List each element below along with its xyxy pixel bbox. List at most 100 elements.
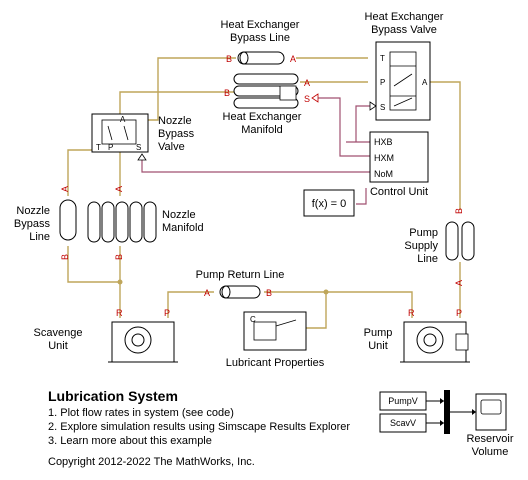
lubricant-properties-block[interactable]: C Lubricant Properties (226, 311, 325, 369)
pipe-nozzle-valve-to-bypass-line (67, 149, 100, 196)
plot-flow-rates-link[interactable]: 1. Plot flow rates in system (see code) (48, 407, 234, 419)
pin-a: A (120, 115, 126, 124)
pump-return-line-block[interactable]: Pump Return Line A B (196, 269, 285, 299)
nozzle-bypass-line-label-1: Nozzle (16, 205, 50, 217)
scope-screen-icon (480, 399, 502, 415)
control-unit-label: Control Unit (370, 186, 428, 198)
pipe-end-icon (221, 285, 231, 299)
hx-bypass-valve-label-1: Heat Exchanger (365, 11, 444, 23)
pipe-valve-a-to-pump-supply (430, 81, 461, 210)
pipe-bypass-line-to-scavenge (67, 246, 120, 283)
control-input-hxm: HXM (374, 153, 394, 163)
port-r: R (408, 308, 415, 318)
signal-input-arrow-icon (369, 101, 377, 111)
port-r: R (116, 308, 123, 318)
oil-can-letter: C (250, 315, 256, 324)
page-title: Lubrication System (48, 388, 178, 404)
pipe-hx-bypass-to-nozzle-valve (148, 57, 236, 121)
reservoir-volume-label-1: Reservoir (466, 433, 513, 445)
valve-spool-icon (389, 51, 417, 111)
mux-bar-icon (444, 390, 450, 434)
scavenge-unit-block[interactable]: R P Scavenge Unit (34, 308, 178, 363)
nozzle-bypass-line-block[interactable]: A B Nozzle Bypass Line (14, 186, 77, 260)
nozzle-bypass-valve-block[interactable]: T P A S Nozzle Bypass Valve (91, 113, 195, 161)
explore-results-link[interactable]: 2. Explore simulation results using Sims… (48, 421, 350, 433)
port-b: B (114, 254, 124, 260)
junction-dot (323, 289, 329, 295)
pin-s: S (136, 143, 141, 152)
learn-more-link[interactable]: 3. Learn more about this example (48, 435, 212, 447)
signal-input-arrow-icon (137, 153, 147, 161)
pipe-segment-icon (461, 221, 475, 261)
hydraulic-connections (67, 57, 461, 329)
control-unit-block[interactable]: HXB HXM NoM Control Unit (369, 131, 429, 198)
port-s: S (304, 94, 310, 104)
hx-manifold-label-1: Heat Exchanger (223, 111, 302, 123)
pipe-segment-icon (237, 51, 285, 65)
hx-manifold-label-2: Manifold (241, 124, 283, 136)
port-b: B (224, 88, 230, 98)
nozzle-manifold-label-2: Manifold (162, 222, 204, 234)
heat-exchanger-bypass-line-block[interactable]: Heat Exchanger Bypass Line B A (221, 19, 300, 65)
pump-unit-block[interactable]: R P Pump Unit (364, 308, 470, 363)
pump-supply-line-block[interactable]: B A Pump Supply Line (404, 208, 475, 286)
pump-unit-label-1: Pump (364, 327, 393, 339)
copyright-text: Copyright 2012-2022 The MathWorks, Inc. (48, 456, 255, 468)
scavenge-unit-label-1: Scavenge (34, 327, 83, 339)
pipe-segment-icon (233, 73, 299, 85)
pipe-segment-icon (87, 201, 101, 243)
lubricant-properties-label: Lubricant Properties (226, 357, 325, 369)
signal-fx (356, 188, 367, 205)
pipe-segment-icon (143, 201, 157, 243)
hx-bypass-line-label-1: Heat Exchanger (221, 19, 300, 31)
manifold-switch-icon (279, 85, 297, 101)
port-a: A (290, 54, 296, 64)
reservoir-volume-scope-block[interactable]: Reservoir Volume (466, 393, 514, 458)
pipe-scavenge-to-return-line (167, 291, 214, 318)
hx-bypass-valve-label-2: Bypass Valve (371, 24, 437, 36)
nozzle-manifold-block[interactable]: A B Nozzle Manifold (87, 186, 204, 260)
pin-s: S (380, 103, 385, 112)
pipe-end-icon (239, 51, 249, 65)
pipe-return-line-to-pump (264, 291, 413, 318)
pin-p: P (108, 143, 113, 152)
port-b: B (60, 254, 70, 260)
port-p: P (164, 308, 170, 318)
pipe-segment-icon (101, 201, 115, 243)
pipe-segment-icon (59, 199, 77, 241)
pin-t: T (380, 54, 385, 63)
heat-exchanger-bypass-valve-block[interactable]: Heat Exchanger Bypass Valve T P A S (365, 11, 444, 121)
heat-exchanger-manifold-block[interactable]: B A S Heat Exchanger Manifold (223, 73, 319, 136)
pipe-segment-icon (233, 97, 299, 109)
nozzle-bypass-line-label-2: Bypass (14, 218, 51, 230)
pin-p: P (380, 78, 385, 87)
port-a: A (304, 78, 310, 88)
pipe-hx-manifold-to-nozzle-valve (119, 91, 234, 114)
pipe-segment-icon (129, 201, 143, 243)
pipe-segment-icon (445, 221, 459, 261)
solver-configuration-block[interactable]: f(x) = 0 (303, 189, 355, 217)
mux-block[interactable]: PumpV ScavV (379, 390, 476, 434)
pump-motor-icon (455, 333, 469, 351)
pump-supply-line-label-3: Line (417, 253, 438, 265)
scavenge-unit-label-2: Unit (48, 340, 68, 352)
control-input-nom: NoM (374, 169, 393, 179)
nozzle-bypass-line-label-3: Line (29, 231, 50, 243)
reservoir-volume-label-2: Volume (472, 446, 509, 458)
pump-supply-line-label-2: Supply (404, 240, 438, 252)
pin-a: A (422, 78, 428, 87)
oil-can-icon (253, 321, 277, 341)
control-unit-body (369, 131, 429, 183)
port-a: A (60, 186, 70, 192)
mux-input-pumpv: PumpV (388, 396, 418, 406)
pipe-segment-icon (115, 201, 129, 243)
port-b: B (454, 208, 464, 214)
pump-supply-line-label-1: Pump (409, 227, 438, 239)
pump-return-line-label: Pump Return Line (196, 269, 285, 281)
signal-hxm (318, 97, 370, 157)
info-panel: Lubrication System 1. Plot flow rates in… (48, 388, 350, 468)
port-a: A (204, 288, 210, 298)
nozzle-valve-label-3: Valve (158, 141, 185, 153)
signal-input-arrow-icon (311, 93, 319, 103)
